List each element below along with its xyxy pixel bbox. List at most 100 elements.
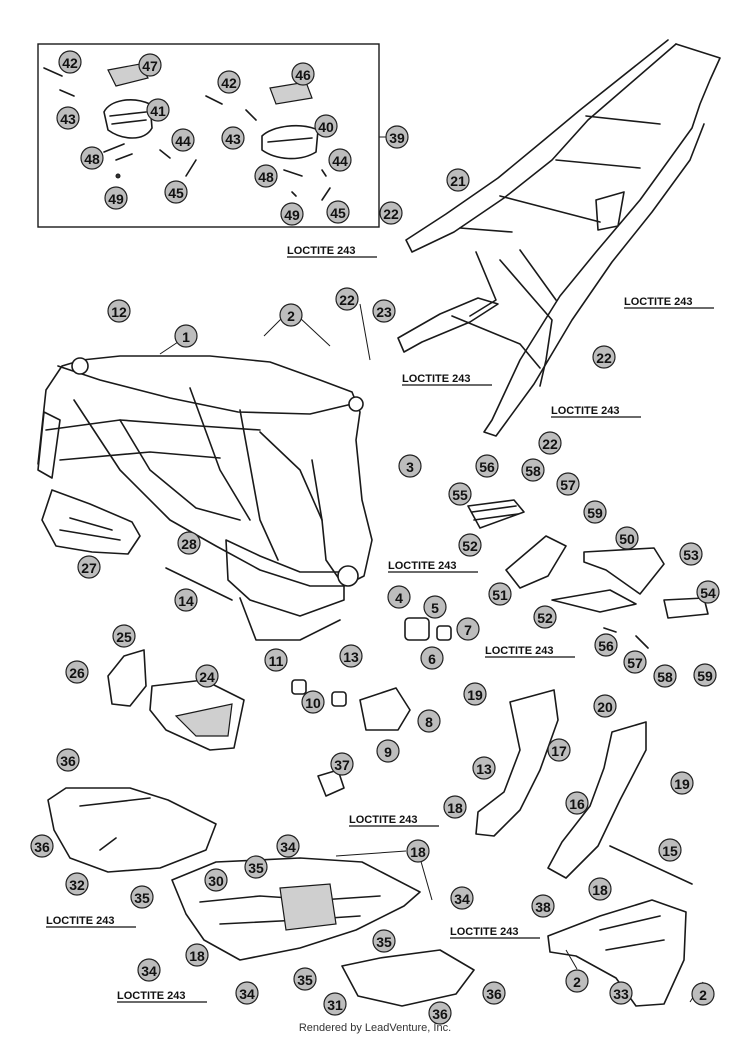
loctite-label: LOCTITE 243 [388,560,456,572]
part-callout: 28 [177,531,201,555]
part-callout: 22 [379,201,403,225]
callout-circle [244,855,268,879]
callout-number: 17 [551,743,567,759]
part-callout: 32 [65,872,89,896]
callout-circle [174,588,198,612]
callout-circle [521,458,545,482]
callout-circle [565,791,589,815]
callout-circle [280,202,304,226]
callout-number: 39 [389,130,405,146]
callout-circle [592,345,616,369]
callout-circle [254,164,278,188]
callout-number: 49 [108,191,124,207]
loctite-note: LOCTITE 243 [624,296,714,309]
callout-number: 6 [428,651,436,667]
callout-circle [456,617,480,641]
callout-circle [547,738,571,762]
part-callout: 49 [280,202,304,226]
callout-number: 22 [339,292,355,308]
callout-circle [56,748,80,772]
callout-circle [609,981,633,1005]
callout-number: 59 [587,505,603,521]
part-callout: 15 [658,838,682,862]
part-callout: 40 [314,114,338,138]
callout-number: 57 [560,477,576,493]
side-parts [41,489,452,797]
callout-number: 51 [492,587,508,603]
part-callout: 13 [472,756,496,780]
part-callout: 31 [323,992,347,1016]
callout-number: 42 [221,75,237,91]
callout-number: 32 [69,877,85,893]
callout-number: 36 [60,753,76,769]
callout-number: 31 [327,997,343,1013]
callout-number: 43 [60,111,76,127]
part-callout: 44 [171,128,195,152]
part-callout: 4 [387,585,411,609]
callout-number: 50 [619,531,635,547]
part-callout: 42 [58,50,82,74]
callout-number: 49 [284,207,300,223]
callout-circle [328,148,352,172]
callout-number: 38 [535,899,551,915]
callout-number: 20 [597,699,613,715]
callout-circle [531,894,555,918]
part-callout: 39 [385,125,409,149]
part-callout: 43 [221,126,245,150]
loctite-note: LOCTITE 243 [349,814,439,827]
callout-circle [326,200,350,224]
part-callout: 36 [30,834,54,858]
callout-number: 35 [297,972,313,988]
callout-number: 34 [280,839,296,855]
part-callout: 18 [588,877,612,901]
part-callout: 47 [138,53,162,77]
footpeg-kit-box [37,43,386,228]
rear-brackets [475,689,693,885]
callout-number: 34 [239,986,255,1002]
loctite-label: LOCTITE 243 [402,373,470,385]
loctite-label: LOCTITE 243 [485,645,553,657]
callout-circle [137,958,161,982]
callout-circle [428,1001,452,1025]
callout-circle [221,126,245,150]
callout-circle [217,70,241,94]
loctite-note: LOCTITE 243 [287,245,377,258]
callout-number: 15 [662,843,678,859]
callout-number: 44 [332,153,348,169]
callout-number: 36 [486,986,502,1002]
callout-number: 18 [189,948,205,964]
part-callout: 46 [291,62,315,86]
callout-circle [475,454,499,478]
callout-number: 34 [141,963,157,979]
callout-number: 52 [462,538,478,554]
callout-circle [443,795,467,819]
callout-number: 18 [447,800,463,816]
loctite-label: LOCTITE 243 [349,814,417,826]
callout-circle [130,885,154,909]
callout-number: 30 [208,873,224,889]
part-callout: 38 [531,894,555,918]
loctite-note: LOCTITE 243 [46,915,136,928]
part-callout: 22 [538,431,562,455]
part-callout: 21 [446,168,470,192]
callout-circle [279,303,303,327]
callout-number: 1 [182,329,190,345]
callout-number: 37 [334,757,350,773]
callout-circle [615,526,639,550]
callout-circle [372,929,396,953]
callout-number: 19 [674,776,690,792]
callout-circle [138,53,162,77]
callout-number: 48 [84,151,100,167]
callout-circle [679,542,703,566]
callout-number: 10 [305,695,321,711]
part-callout: 37 [330,752,354,776]
part-callout: 56 [475,454,499,478]
part-callout: 49 [104,186,128,210]
part-callout: 34 [137,958,161,982]
callout-circle [77,555,101,579]
callout-number: 58 [525,463,541,479]
callout-circle [379,201,403,225]
callout-circle [314,114,338,138]
